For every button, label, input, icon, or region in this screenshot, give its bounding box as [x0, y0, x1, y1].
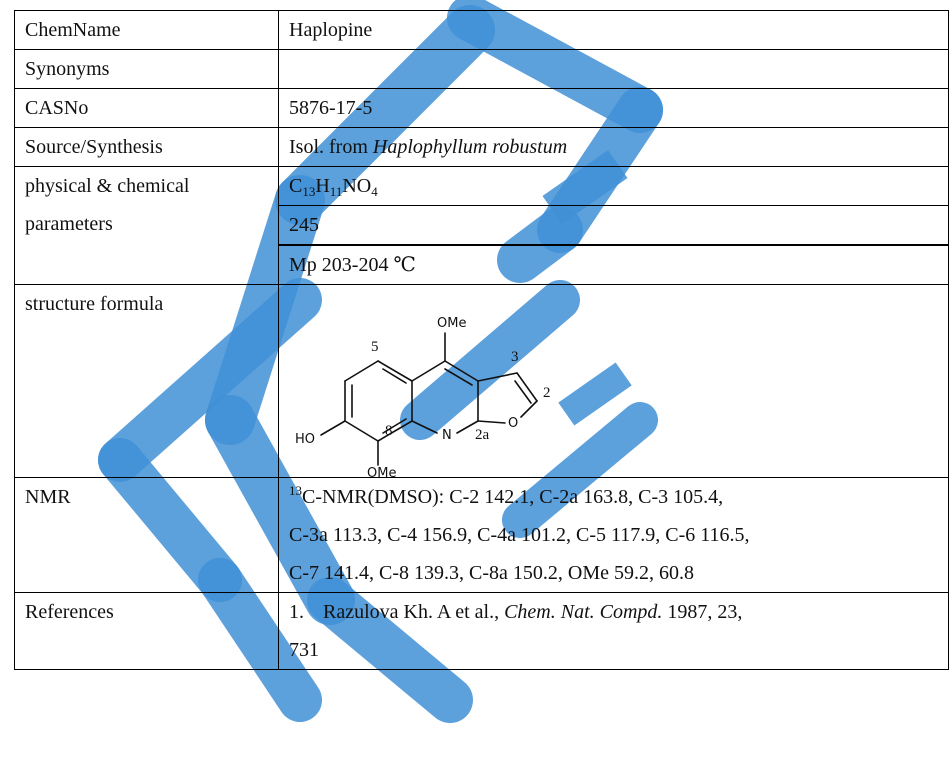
- bond: [411, 360, 446, 382]
- label-params-line2: parameters: [25, 213, 113, 235]
- bond: [477, 420, 506, 424]
- bond: [477, 372, 518, 382]
- row-nmr: NMR 13C-NMR(DMSO): C-2 142.1, C-2a 163.8…: [14, 477, 949, 593]
- bond: [456, 420, 479, 434]
- bond: [344, 420, 379, 442]
- value-formula: C13H11NO4: [278, 166, 949, 206]
- bond: [377, 360, 413, 382]
- row-source: Source/Synthesis Isol. from Haplophyllum…: [14, 127, 949, 167]
- pos-5: 5: [371, 339, 379, 355]
- atom-n: N: [442, 428, 452, 443]
- row-formula: physical & chemical parameters C13H11NO4: [14, 166, 949, 285]
- value-synonyms: [278, 49, 949, 89]
- bond: [514, 380, 532, 404]
- bond: [516, 372, 538, 402]
- label-references: References: [14, 592, 279, 670]
- atom-o: O: [508, 416, 518, 431]
- row-structure: structure formula: [14, 284, 949, 478]
- atom-ho: HO: [295, 432, 315, 447]
- reference-1: 1.Razulova Kh. A et al., Chem. Nat. Comp…: [289, 601, 743, 623]
- nmr-line1: 13C-NMR(DMSO): C-2 142.1, C-2a 163.8, C-…: [289, 483, 724, 508]
- value-chemname: Haplopine: [278, 10, 949, 50]
- value-source: Isol. from Haplophyllum robustum: [278, 127, 949, 167]
- label-chemname: ChemName: [14, 10, 279, 50]
- row-mp: Mp 203-204 ℃: [15, 245, 949, 285]
- bond: [382, 368, 407, 384]
- nmr-line2: C-3a 113.3, C-4 156.9, C-4a 101.2, C-5 1…: [289, 524, 750, 546]
- value-nmr: 13C-NMR(DMSO): C-2 142.1, C-2a 163.8, C-…: [278, 477, 949, 593]
- source-prefix: Isol. from: [289, 136, 373, 158]
- structure-cell: OMe OMe HO N O 5 3 2 8 2a: [278, 284, 949, 478]
- row-chemname: ChemName Haplopine: [14, 10, 949, 50]
- bond: [382, 418, 407, 434]
- label-nmr: NMR: [14, 477, 279, 593]
- label-source: Source/Synthesis: [14, 127, 279, 167]
- value-casno: 5876-17-5: [278, 88, 949, 128]
- row-references: References 1.Razulova Kh. A et al., Chem…: [14, 592, 949, 670]
- value-references: 1.Razulova Kh. A et al., Chem. Nat. Comp…: [278, 592, 949, 670]
- bond: [344, 360, 379, 382]
- label-params: physical & chemical parameters: [14, 166, 279, 285]
- compound-table: ChemName Haplopine Synonyms CASNo 5876-1…: [14, 10, 949, 670]
- nmr-line3: C-7 141.4, C-8 139.3, C-8a 150.2, OMe 59…: [289, 562, 694, 584]
- row-synonyms: Synonyms: [14, 49, 949, 89]
- label-casno: CASNo: [14, 88, 279, 128]
- value-mp: Mp 203-204 ℃: [278, 245, 949, 285]
- atom-ome-top: OMe: [437, 316, 466, 331]
- value-mw: 245: [278, 205, 949, 245]
- bond: [411, 420, 438, 434]
- atom-ome-bottom: OMe: [367, 466, 396, 477]
- bond: [444, 360, 479, 382]
- label-structure: structure formula: [14, 284, 279, 478]
- bond: [520, 400, 538, 418]
- reference-1-line2: 731: [289, 639, 319, 661]
- label-params-line1: physical & chemical: [25, 175, 190, 197]
- bond: [320, 420, 346, 436]
- source-organism: Haplophyllum robustum: [372, 136, 568, 158]
- row-casno: CASNo 5876-17-5: [14, 88, 949, 128]
- label-synonyms: Synonyms: [14, 49, 279, 89]
- bond: [377, 420, 413, 442]
- pos-3: 3: [511, 349, 519, 365]
- pos-2: 2: [543, 385, 551, 401]
- pos-8: 8: [385, 423, 393, 439]
- structure-diagram: OMe OMe HO N O 5 3 2 8 2a: [295, 316, 551, 477]
- pos-2a: 2a: [475, 427, 490, 443]
- bond: [444, 368, 473, 386]
